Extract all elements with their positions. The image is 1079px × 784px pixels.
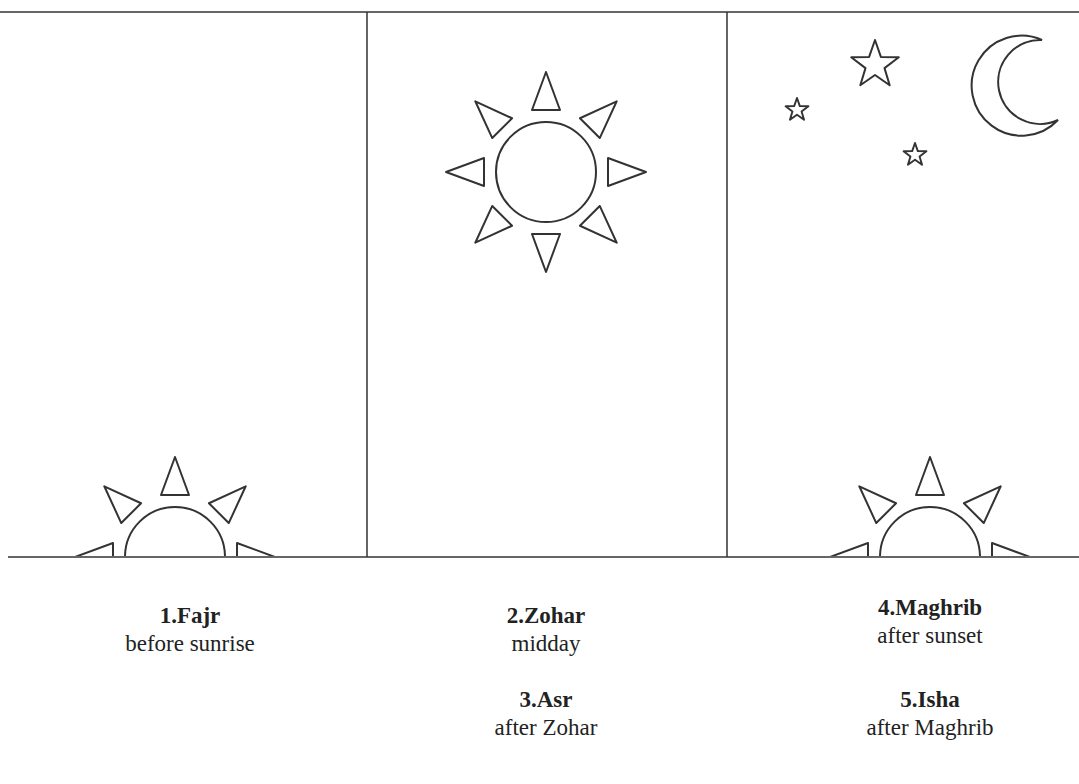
prayer-name: 3.Asr: [519, 686, 572, 714]
star: [851, 40, 899, 85]
crescent-moon: [972, 36, 1058, 136]
midday-sun: [446, 72, 646, 272]
prayer-time: midday: [512, 630, 581, 658]
prayer-time: after sunset: [877, 622, 982, 650]
rising-sun: [75, 457, 275, 556]
panel-frame: [0, 12, 1079, 557]
setting-sun: [830, 457, 1030, 556]
prayer-name: 2.Zohar: [507, 602, 586, 630]
prayer-name: 1.Fajr: [160, 602, 221, 630]
prayer-time: after Zohar: [495, 714, 598, 742]
star: [904, 143, 927, 165]
prayer-time: after Maghrib: [866, 714, 993, 742]
star: [786, 98, 809, 120]
prayer-name: 5.Isha: [900, 686, 959, 714]
prayer-name: 4.Maghrib: [878, 594, 982, 622]
prayer-time: before sunrise: [125, 630, 255, 658]
